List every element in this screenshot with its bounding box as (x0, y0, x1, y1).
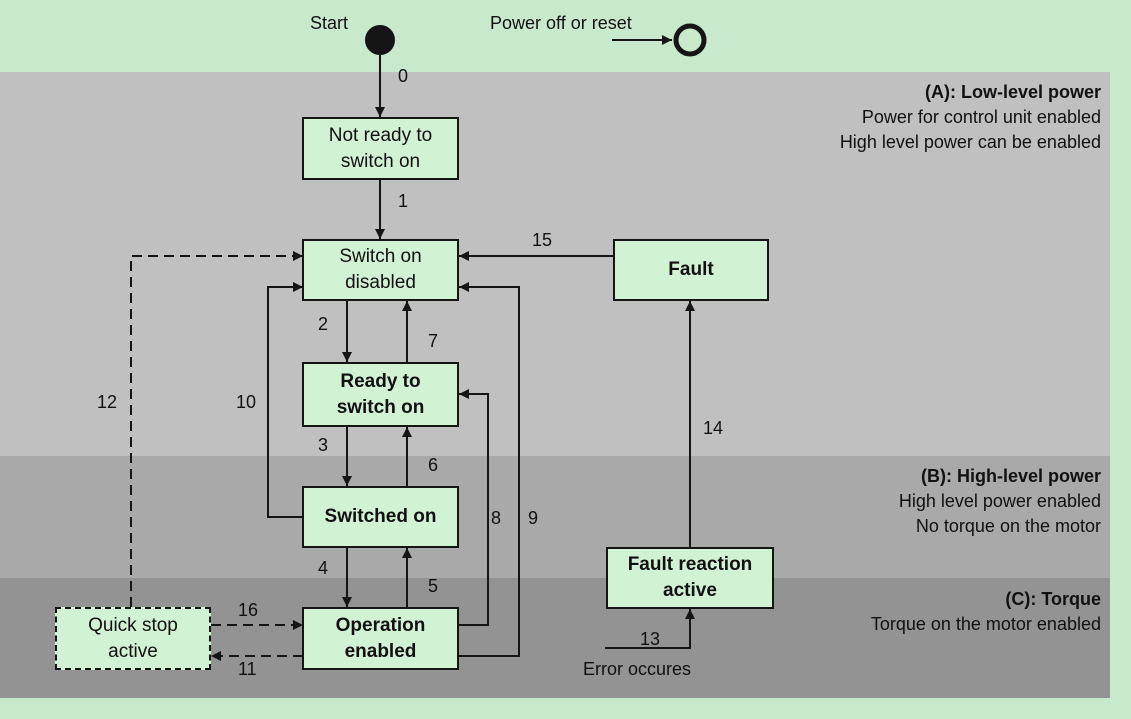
zone-b-line1: High level power enabled (898, 491, 1101, 511)
transition-9-arrow (459, 282, 520, 657)
transition-label-0: 0 (398, 66, 409, 86)
state-ready-to-switch-on: Ready to switch on (302, 362, 459, 427)
zone-c-title: (C): Torque (1005, 589, 1101, 609)
state-not-ready-to-switch-on: Not ready to switch on (302, 117, 459, 180)
zone-c-line1: Torque on the motor enabled (870, 614, 1101, 634)
zone-a-legend: (A): Low-level power Power for control u… (840, 80, 1101, 155)
transition-label-10: 10 (236, 392, 257, 412)
transition-label-3: 3 (318, 435, 329, 455)
state-quick-stop-active: Quick stop active (55, 607, 211, 670)
state-label-line1: Switch on (339, 246, 422, 267)
state-switched-on: Switched on (302, 486, 459, 548)
transition-12-arrow (130, 251, 303, 607)
transition-10-arrow (267, 282, 303, 518)
zone-low-level-power (0, 72, 1110, 456)
transition-label-11: 11 (238, 659, 257, 679)
error-occures-label: Error occures (583, 659, 692, 679)
start-node (365, 25, 395, 55)
zone-b-legend: (B): High-level power High level power e… (899, 464, 1101, 539)
transition-13-arrow (605, 609, 695, 649)
transition-label-4: 4 (318, 558, 329, 578)
transition-label-2: 2 (318, 314, 329, 334)
transition-label-8: 8 (491, 508, 502, 528)
zone-b-title: (B): High-level power (920, 466, 1101, 486)
state-label-line2: active (108, 640, 158, 662)
end-label: Power off or reset (490, 13, 632, 33)
transition-label-14: 14 (703, 418, 724, 438)
transition-8-arrow (459, 389, 489, 626)
state-operation-enabled: Operation enabled (302, 607, 459, 670)
zone-a-title: (A): Low-level power (924, 82, 1101, 102)
state-label-line2: disabled (345, 272, 416, 293)
zone-high-level-power (0, 456, 1110, 578)
state-label-line1: Fault reaction (627, 554, 753, 575)
state-switch-on-disabled: Switch on disabled (302, 239, 459, 301)
end-node (673, 23, 707, 57)
transition-label-9: 9 (528, 508, 539, 528)
zone-a-line2: High level power can be enabled (839, 132, 1101, 152)
zone-c-legend: (C): Torque Torque on the motor enabled (871, 587, 1101, 637)
state-fault-reaction-active: Fault reaction active (606, 547, 774, 609)
state-label-line1: Quick stop (88, 614, 178, 636)
state-label-line1: Fault (668, 259, 714, 280)
transition-label-16: 16 (238, 600, 259, 620)
state-label-line1: Not ready to (328, 124, 433, 146)
state-label-line1: Operation (335, 614, 426, 636)
state-label-line2: switch on (336, 396, 425, 418)
transition-label-7: 7 (428, 331, 439, 351)
state-label-line2: switch on (340, 150, 421, 172)
transition-label-12: 12 (97, 392, 118, 412)
transition-label-15: 15 (532, 230, 553, 250)
state-fault: Fault (613, 239, 769, 301)
transition-label-1: 1 (398, 191, 409, 211)
transition-label-5: 5 (428, 576, 439, 596)
state-label-line1: Ready to (340, 370, 421, 392)
state-label-line2: enabled (344, 640, 417, 662)
state-label-line2: active (663, 580, 717, 601)
transition-label-6: 6 (428, 455, 439, 475)
state-label-line1: Switched on (324, 506, 437, 527)
start-label: Start (310, 13, 349, 33)
zone-b-line2: No torque on the motor (915, 516, 1101, 536)
transition-label-13: 13 (640, 629, 661, 649)
zone-a-line1: Power for control unit enabled (861, 107, 1101, 127)
